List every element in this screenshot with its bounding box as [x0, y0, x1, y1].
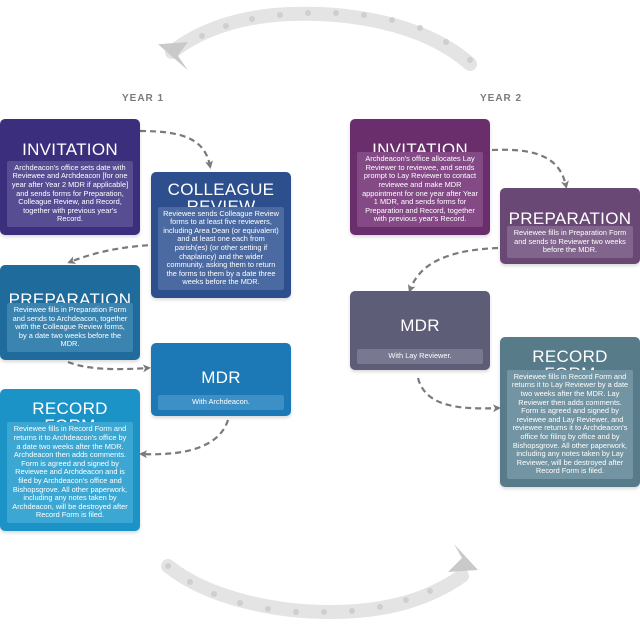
connector-y2-invitation-to-preparation [491, 148, 569, 189]
y1-preparation-box: PREPARATION Reviewee fills in Preparatio… [0, 265, 140, 360]
y1-invitation-box: INVITATION Archdeacon's office sets date… [0, 119, 140, 235]
connector-y2-mdr-to-record [416, 377, 501, 413]
y2-invitation-box: INVITATION Archdeacon's office allocates… [350, 119, 490, 235]
y2-record-title-line1: RECORD [532, 347, 608, 366]
y2-invitation-text: Archdeacon's office allocates Lay Review… [357, 152, 483, 227]
y1-record-form-text: Reviewee fills in Record Form and return… [7, 422, 133, 523]
top-cycle-arrow [158, 6, 477, 71]
y1-colleague-review-box: COLLEAGUE REVIEW Reviewee sends Colleagu… [151, 172, 291, 298]
y2-preparation-text: Reviewee fills in Preparation Form and s… [507, 226, 633, 258]
y1-colleague-review-text: Reviewee sends Colleague Review forms to… [158, 206, 284, 290]
connector-y1-mdr-to-record [139, 419, 230, 459]
y2-mdr-title: MDR [400, 316, 440, 335]
y2-preparation-title: PREPARATION [508, 209, 632, 228]
bottom-cycle-arrow [161, 544, 478, 620]
y1-preparation-text: Reviewee fills in Preparation Form and s… [7, 303, 133, 352]
y1-mdr-text: With Archdeacon. [158, 395, 284, 410]
y1-invitation-title: INVITATION [22, 140, 118, 159]
y1-invitation-text: Archdeacon's office sets date with Revie… [7, 160, 133, 227]
y1-record-title-line1: RECORD [32, 399, 108, 418]
connector-y1-invitation-to-colleague [139, 129, 213, 169]
year2-connectors [407, 148, 569, 413]
y2-mdr-box: MDR With Lay Reviewer. [350, 291, 490, 370]
year1-label: YEAR 1 [122, 93, 165, 104]
y2-mdr-text: With Lay Reviewer. [357, 349, 483, 364]
year2-label: YEAR 2 [480, 93, 523, 104]
y1-mdr-title: MDR [201, 368, 241, 387]
y2-record-form-text: Reviewee fills in Record Form and return… [507, 369, 633, 479]
y1-mdr-box: MDR With Archdeacon. [151, 343, 291, 416]
connector-y2-preparation-to-mdr [407, 246, 499, 293]
connector-y1-preparation-to-mdr [67, 360, 151, 373]
y2-preparation-box: PREPARATION Reviewee fills in Preparatio… [500, 188, 640, 264]
y2-record-form-box: RECORD FORM Reviewee fills in Record For… [500, 337, 640, 487]
y1-record-form-box: RECORD FORM Reviewee fills in Record For… [0, 389, 140, 531]
y1-colleague-title-line1: COLLEAGUE [167, 180, 275, 199]
